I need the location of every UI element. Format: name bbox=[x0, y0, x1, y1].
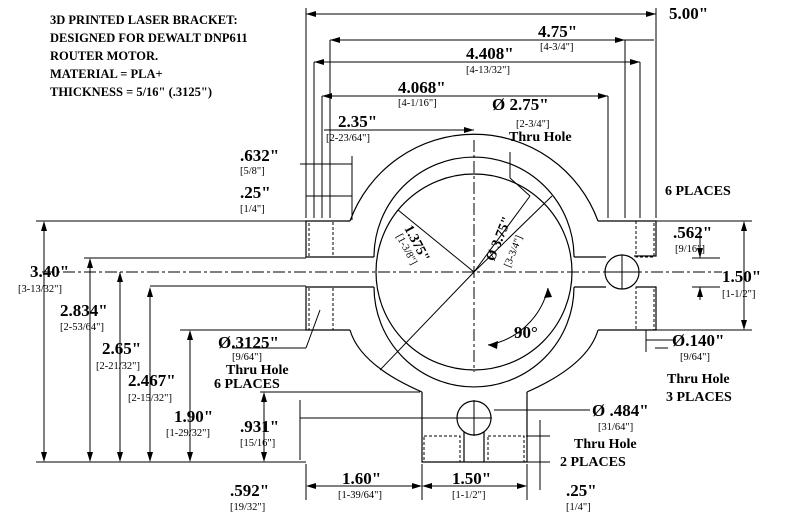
dim-0-931: .931" bbox=[240, 417, 279, 436]
dim-2-834-frac: [2-53/64"] bbox=[60, 322, 104, 333]
dim-dia-2-75: Ø 2.75" bbox=[492, 95, 549, 114]
dim-dia-0-3125-frac: [9/64"] bbox=[232, 352, 262, 363]
dim-0-592: .592" bbox=[230, 481, 269, 500]
dim-1-50-right-frac: [1-1/2"] bbox=[722, 289, 755, 300]
top-dimension-lines bbox=[300, 8, 657, 220]
dim-dia-0-140-note: Thru Hole bbox=[667, 372, 730, 387]
left-dimension-lines bbox=[36, 220, 456, 463]
dim-4-068: 4.068" bbox=[398, 78, 446, 97]
dim-1-60-frac: [1-39/64"] bbox=[338, 490, 382, 501]
dim-dia-0-484-note: Thru Hole bbox=[574, 437, 637, 452]
dim-3-40: 3.40" bbox=[30, 262, 69, 281]
dim-0-562: .562" bbox=[673, 223, 712, 242]
dim-0-592-frac: [19/32"] bbox=[230, 502, 265, 513]
dim-dia-0-140: Ø.140" bbox=[672, 331, 724, 350]
bottom-dimension-lines bbox=[305, 420, 550, 500]
dim-1-50-right: 1.50" bbox=[722, 267, 761, 286]
dim-dia-0-3125-note: Thru Hole bbox=[226, 363, 289, 378]
dim-0-25-bottom-frac: [1/4"] bbox=[566, 502, 591, 513]
dim-1-90: 1.90" bbox=[174, 407, 213, 426]
dim-2-65-frac: [2-21/32"] bbox=[96, 361, 140, 372]
dim-4-408: 4.408" bbox=[466, 44, 514, 63]
centerlines bbox=[42, 140, 722, 372]
dim-4-068-frac: [4-1/16"] bbox=[398, 98, 437, 109]
leader-lines bbox=[232, 152, 668, 411]
dim-0-25-top: .25" bbox=[240, 183, 271, 202]
dim-1-50-bottom: 1.50" bbox=[452, 469, 491, 488]
dim-0-632: .632" bbox=[240, 146, 279, 165]
dim-dia-0-3125-places: 6 PLACES bbox=[214, 377, 280, 392]
dim-4-408-frac: [4-13/32"] bbox=[466, 65, 510, 76]
note-line-4: MATERIAL = PLA+ bbox=[50, 67, 163, 81]
note-line-2: DESIGNED FOR DEWALT DNP611 bbox=[50, 31, 248, 45]
dim-dia-0-484-places: 2 PLACES bbox=[560, 455, 626, 470]
dim-0-25-bottom: .25" bbox=[566, 481, 597, 500]
dim-4-75: 4.75" bbox=[538, 22, 577, 41]
right-dimension-lines bbox=[645, 220, 752, 352]
notes-block: 3D PRINTED LASER BRACKET: DESIGNED FOR D… bbox=[50, 13, 248, 99]
dim-0-562-frac: [9/16"] bbox=[675, 244, 705, 255]
note-line-5: THICKNESS = 5/16" (.3125") bbox=[50, 85, 212, 99]
bottom-hole bbox=[456, 400, 492, 462]
dim-1-50-bottom-frac: [1-1/2"] bbox=[452, 490, 485, 501]
dim-dia-0-484: Ø .484" bbox=[592, 401, 649, 420]
dim-2-834: 2.834" bbox=[60, 301, 108, 320]
dim-1-60: 1.60" bbox=[342, 469, 381, 488]
six-places-label: 6 PLACES bbox=[665, 184, 731, 199]
dim-4-75-frac: [4-3/4"] bbox=[540, 42, 573, 53]
dim-dia-0-3125: Ø.3125" bbox=[218, 333, 279, 352]
hidden-holes bbox=[308, 220, 655, 463]
dim-2-35-frac: [2-23/64"] bbox=[326, 133, 370, 144]
dim-1-90-frac: [1-29/32"] bbox=[166, 428, 210, 439]
arrowheads bbox=[41, 11, 747, 489]
dim-dia-0-484-frac: [31/64"] bbox=[598, 422, 633, 433]
note-line-1: 3D PRINTED LASER BRACKET: bbox=[50, 13, 238, 27]
dim-0-931-frac: [15/16"] bbox=[240, 438, 275, 449]
dim-2-467-frac: [2-15/32"] bbox=[128, 393, 172, 404]
dim-dia-2-75-frac: [2-3/4"] bbox=[516, 119, 549, 130]
dim-2-467: 2.467" bbox=[128, 371, 176, 390]
dim-dia-2-75-note: Thru Hole bbox=[509, 130, 572, 145]
dim-2-65: 2.65" bbox=[102, 339, 141, 358]
dim-3-40-frac: [3-13/32"] bbox=[18, 284, 62, 295]
dim-dia-0-140-places: 3 PLACES bbox=[666, 390, 732, 405]
dim-0-632-frac: [5/8"] bbox=[240, 166, 265, 177]
angle-90: 90° bbox=[514, 323, 538, 342]
dim-dia-0-140-frac: [9/64"] bbox=[680, 352, 710, 363]
dim-2-35: 2.35" bbox=[338, 112, 377, 131]
dim-0-25-top-frac: [1/4"] bbox=[240, 204, 265, 215]
dim-5-00: 5.00" bbox=[669, 4, 708, 23]
note-line-3: ROUTER MOTOR. bbox=[50, 49, 158, 63]
